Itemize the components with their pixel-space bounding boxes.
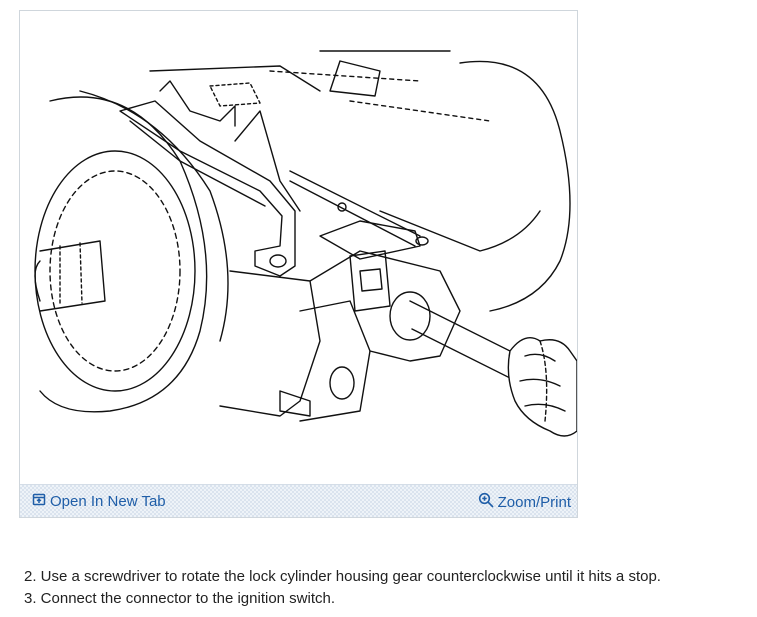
zoom-print-label: Zoom/Print [497, 493, 571, 511]
instruction-step: 3. Connect the connector to the ignition… [24, 590, 336, 607]
zoom-print-link[interactable]: Zoom/Print [478, 492, 571, 512]
open-in-new-tab-icon [32, 492, 50, 510]
open-in-new-tab-link[interactable]: Open In New Tab [32, 492, 166, 510]
lock-cylinder-illustration [34, 50, 577, 437]
figure-container: Open In New Tab Zoom/Print [19, 10, 578, 518]
instruction-list: 2. Use a screwdriver to rotate the lock … [24, 566, 661, 610]
figure-toolbar: Open In New Tab Zoom/Print [20, 484, 577, 517]
open-in-new-tab-label: Open In New Tab [50, 492, 166, 510]
zoom-icon [478, 492, 498, 512]
instruction-step: 2. Use a screwdriver to rotate the lock … [24, 568, 661, 585]
